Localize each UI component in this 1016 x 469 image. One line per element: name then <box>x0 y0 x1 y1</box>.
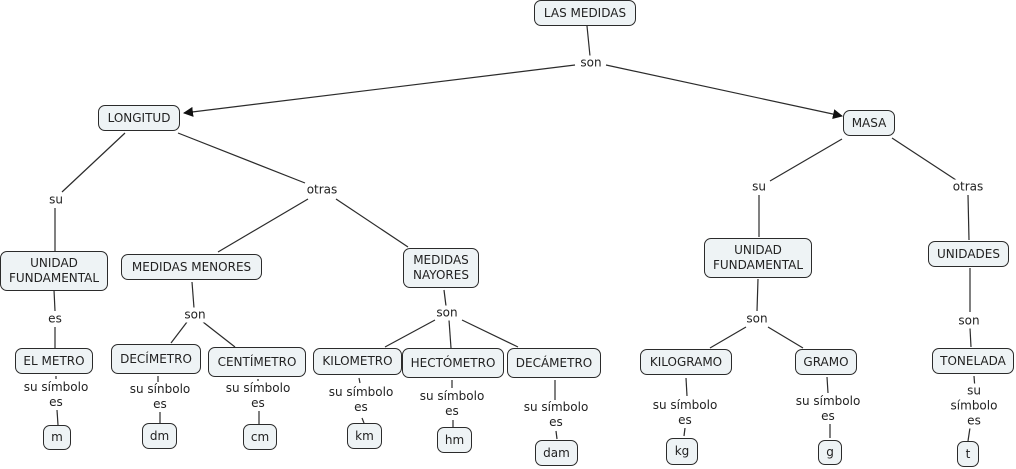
concept-hectometro[interactable]: HECTÓMETRO <box>402 348 504 378</box>
concept-symbol-dam[interactable]: dam <box>535 440 578 466</box>
link-line <box>443 289 447 307</box>
link-line <box>358 377 361 384</box>
concept-las-medidas[interactable]: LAS MEDIDAS <box>534 0 636 26</box>
link-line <box>448 319 452 349</box>
concept-centimetro[interactable]: CENTÍMETRO <box>208 347 306 377</box>
link-line <box>969 327 972 348</box>
link-line <box>756 278 759 312</box>
link-line <box>891 137 957 181</box>
link-label-su-simbolo: su símbolo es <box>327 385 395 415</box>
concept-unidad-fundamental-masa[interactable]: UNIDAD FUNDAMENTAL <box>704 238 812 278</box>
link-label-su-simbolo: su símbolo es <box>224 381 292 411</box>
link-line <box>555 430 558 440</box>
link-label-su-simbolo: su símbolo es <box>651 398 719 428</box>
concept-kilogramo[interactable]: KILOGRAMO <box>640 349 732 375</box>
concept-el-metro[interactable]: EL METRO <box>15 348 93 374</box>
link-line <box>461 319 519 348</box>
concept-symbol-kg[interactable]: kg <box>666 438 698 465</box>
link-line <box>61 132 126 193</box>
concept-symbol-t[interactable]: t <box>957 441 979 467</box>
link-line <box>217 198 309 253</box>
concept-kilometro[interactable]: KILOMETRO <box>313 348 402 375</box>
link-line <box>177 132 306 184</box>
concept-longitud[interactable]: LONGITUD <box>98 105 180 131</box>
concept-symbol-cm[interactable]: cm <box>243 424 277 450</box>
concept-medidas-mayores[interactable]: MEDIDAS NAYORES <box>403 248 479 288</box>
link-label-su-simbolo: su símbolo es <box>418 389 486 419</box>
concept-symbol-g[interactable]: g <box>818 440 842 465</box>
link-line <box>826 376 829 394</box>
link-label-son: son <box>745 311 769 327</box>
concept-masa[interactable]: MASA <box>843 110 895 136</box>
concept-unidades[interactable]: UNIDADES <box>928 241 1009 267</box>
concept-decimetro[interactable]: DECÍMETRO <box>111 344 201 374</box>
link-label-son: son <box>957 313 981 329</box>
link-line <box>967 194 970 241</box>
concept-gramo[interactable]: GRAMO <box>795 349 857 375</box>
concept-symbol-hm[interactable]: hm <box>437 427 472 453</box>
link-line <box>709 326 747 349</box>
arrow-to-longitud <box>183 64 576 117</box>
link-label-otras: otras <box>951 179 985 195</box>
link-line <box>53 289 56 312</box>
arrow-to-masa <box>605 64 843 119</box>
link-label-su-simbolo: su símbolo es <box>22 380 90 410</box>
concept-symbol-km[interactable]: km <box>347 423 382 449</box>
link-label-su-simbolo: su símbolo es <box>794 394 862 424</box>
link-line <box>202 321 236 348</box>
link-line <box>769 138 843 182</box>
link-line <box>384 319 436 348</box>
link-line <box>361 417 365 424</box>
link-label-son: son <box>579 55 603 71</box>
concept-tonelada[interactable]: TONELADA <box>932 348 1014 374</box>
link-label-su-simbolo: su símbolo es <box>949 383 999 429</box>
link-label-su-simbolo: su sínbolo es <box>128 382 192 412</box>
link-label-es: es <box>47 311 63 327</box>
link-label-son: son <box>183 307 207 323</box>
link-line <box>586 25 591 57</box>
concept-unidad-fundamental-longitud[interactable]: UNIDAD FUNDAMENTAL <box>0 251 108 291</box>
concept-symbol-dm[interactable]: dm <box>142 423 177 449</box>
link-label-su-simbolo: su símbolo es <box>522 400 590 430</box>
link-line <box>56 409 59 426</box>
link-line <box>767 326 804 349</box>
link-label-su: su <box>48 192 64 208</box>
link-line <box>191 281 195 309</box>
concept-decametro[interactable]: DECÁMETRO <box>507 348 601 378</box>
link-line <box>170 321 188 344</box>
link-line <box>685 377 688 397</box>
link-line <box>683 427 686 437</box>
link-label-su: su <box>751 179 767 195</box>
concept-medidas-menores[interactable]: MEDIDAS MENORES <box>121 254 262 280</box>
concept-symbol-m[interactable]: m <box>43 425 71 450</box>
link-line <box>335 198 409 248</box>
link-label-son: son <box>435 305 459 321</box>
link-label-otras: otras <box>305 182 339 198</box>
